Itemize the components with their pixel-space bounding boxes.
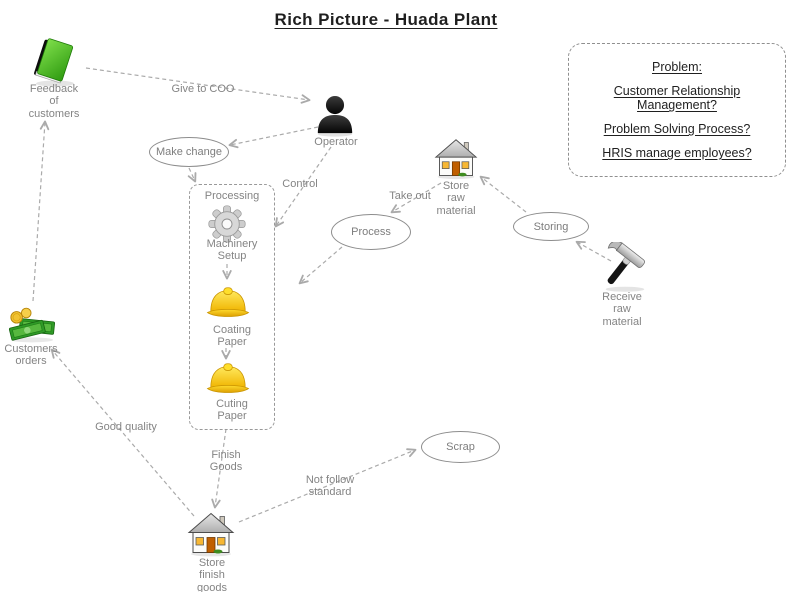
book-icon[interactable]: [28, 36, 80, 88]
feedback-customers-label: Feedback of customers: [28, 83, 80, 120]
node-processing-box[interactable]: Processing Machinery Setup Coating Paper…: [189, 184, 275, 430]
cutting-paper-label: Cuting Paper: [216, 398, 248, 423]
make-change-label: Make change: [155, 146, 223, 158]
edge-operator-to-make-change: [228, 126, 319, 149]
receive-raw-material-label: Receive raw material: [602, 291, 642, 328]
node-scrap[interactable]: Scrap: [421, 431, 500, 463]
customers-orders-label: Customers orders: [4, 343, 58, 368]
edge-orders-to-feedback: [32, 120, 50, 302]
person-icon[interactable]: [314, 95, 356, 137]
gear-icon: [208, 205, 246, 243]
hardhat-icon: [206, 363, 250, 393]
not-follow-standard-label: Not follow standard: [305, 474, 355, 499]
finish-goods-label: Finish Goods: [209, 449, 243, 474]
node-process[interactable]: Process: [331, 214, 411, 250]
problem-item-hris: HRIS manage employees?: [602, 146, 752, 160]
page-title: Rich Picture - Huada Plant: [274, 10, 498, 29]
problem-item-crm: Customer Relationship Management?: [613, 84, 741, 112]
problem-item-solving: Problem Solving Process?: [603, 122, 751, 136]
take-out-label: Take out: [389, 190, 431, 202]
edge-process-to-processing: [298, 246, 343, 285]
processing-label: Processing: [204, 190, 260, 202]
problem-heading: Problem:: [651, 60, 703, 74]
coating-paper-label: Coating Paper: [213, 324, 251, 349]
give-to-coo-label: Give to COO: [171, 83, 235, 95]
edge-make-change-to-processing: [187, 167, 197, 183]
process-label: Process: [351, 226, 391, 238]
store-raw-material-label: Store raw material: [436, 180, 476, 217]
control-label: Control: [282, 178, 318, 190]
store-finish-goods-label: Store finish goods: [197, 557, 227, 592]
scrap-label: Scrap: [446, 441, 475, 453]
hardhat-icon: [206, 287, 250, 317]
house-icon[interactable]: [434, 138, 478, 180]
hammer-icon[interactable]: [596, 242, 652, 294]
edge-storing-to-store-raw: [479, 175, 527, 213]
good-quality-label: Good quality: [95, 421, 157, 433]
problem-box: Problem: Customer Relationship Managemen…: [568, 43, 786, 177]
storing-label: Storing: [533, 220, 569, 233]
house-icon[interactable]: [187, 512, 235, 557]
operator-label: Operator: [314, 136, 358, 148]
node-make-change[interactable]: Make change: [149, 137, 229, 167]
machinery-setup-label: Machinery Setup: [206, 238, 258, 263]
money-icon[interactable]: [8, 306, 56, 344]
node-storing[interactable]: Storing: [513, 212, 589, 241]
